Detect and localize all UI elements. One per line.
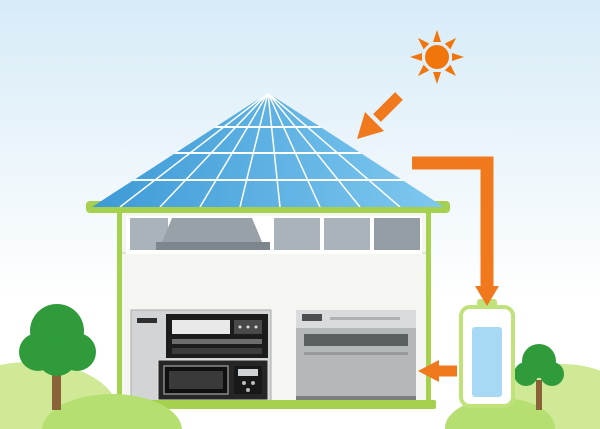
- tree-foliage: [514, 344, 564, 386]
- house-frame-left: [117, 210, 122, 406]
- window: [324, 218, 370, 250]
- tree-left: [19, 304, 96, 410]
- microwave-knob: [251, 381, 255, 385]
- tree-trunk: [52, 350, 61, 410]
- sun-ray: [433, 72, 441, 84]
- arrowhead: [357, 112, 384, 139]
- sun-ray: [433, 30, 441, 42]
- button-dot: [254, 325, 258, 329]
- sun-core: [425, 45, 449, 69]
- storage-battery: [459, 299, 515, 408]
- cabinet-handle: [137, 318, 157, 323]
- button-dot: [246, 325, 250, 329]
- sun-icon: [410, 30, 464, 84]
- energy-flow-arrows: [357, 92, 499, 382]
- microwave-knob: [246, 388, 250, 392]
- tree-trunk: [536, 380, 542, 410]
- two-story-house: [112, 210, 436, 409]
- window: [274, 218, 320, 250]
- microwave-knob: [242, 381, 246, 385]
- arrow-sun-to-roof: [357, 92, 403, 139]
- button-dot: [238, 325, 242, 329]
- sun-ray: [417, 37, 430, 50]
- sun-ray: [444, 64, 456, 76]
- microwave-window-inner: [169, 371, 223, 389]
- dishwasher-vent: [330, 317, 400, 320]
- arrowhead: [475, 286, 499, 306]
- house-frame-right: [426, 210, 431, 406]
- microwave-oven: [157, 359, 269, 401]
- roof-surface: [92, 93, 444, 207]
- dishwasher-display: [302, 314, 322, 321]
- range-hood-base: [156, 242, 270, 250]
- sun-ray: [417, 64, 430, 77]
- sun-ray: [410, 53, 422, 61]
- bushes-right: [445, 364, 600, 429]
- window: [374, 218, 420, 250]
- bush: [42, 394, 182, 429]
- oven-display: [172, 320, 230, 334]
- tree-foliage: [19, 304, 96, 376]
- tree-right: [514, 344, 564, 410]
- arrowhead: [418, 360, 439, 382]
- sun-ray: [444, 37, 457, 50]
- oven-slot: [172, 339, 262, 344]
- house-base: [112, 400, 436, 409]
- battery-cell: [472, 327, 502, 397]
- arrow-roof-to-battery: [412, 156, 499, 306]
- dishwasher: [296, 310, 416, 404]
- oven-button-row: [172, 348, 262, 354]
- dishwasher-handle: [304, 352, 408, 355]
- arrow-battery-to-appliances: [418, 360, 457, 382]
- kitchen-appliance-stack: [130, 309, 272, 405]
- sun-ray: [452, 53, 464, 61]
- microwave-display: [238, 369, 258, 376]
- range-hood: [162, 218, 262, 242]
- second-floor-windows: [126, 216, 422, 254]
- dishwasher-slot: [304, 334, 408, 346]
